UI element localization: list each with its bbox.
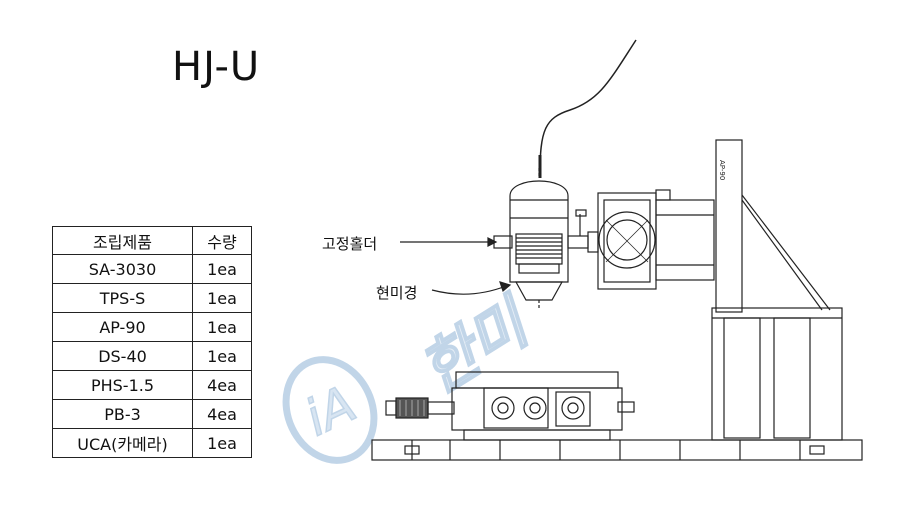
parts-table-header: 조립제품 수량	[52, 226, 252, 255]
part-name: DS-40	[52, 341, 193, 371]
part-name: TPS-S	[52, 283, 193, 313]
micrometer-knob	[385, 397, 455, 419]
header-product: 조립제품	[52, 226, 193, 255]
holder-label: 고정홀더	[322, 235, 378, 253]
header-quantity: 수량	[192, 226, 252, 255]
table-row: AP-90 1ea	[52, 312, 252, 342]
part-name: PHS-1.5	[52, 370, 193, 400]
holder-clamp	[493, 209, 599, 253]
part-qty: 4ea	[192, 399, 252, 429]
microscope-callout-arrow	[431, 281, 512, 295]
table-row: PB-3 4ea	[52, 399, 252, 429]
base-plate	[371, 439, 863, 461]
part-qty: 4ea	[192, 370, 252, 400]
svg-text:iA: iA	[296, 374, 364, 447]
table-row: UCA(카메라) 1ea	[52, 428, 252, 458]
microscope	[509, 168, 569, 310]
part-name: AP-90	[52, 312, 193, 342]
xy-stage	[451, 371, 635, 441]
camera-cable	[539, 39, 637, 176]
holder-callout-arrow	[400, 237, 498, 247]
parts-table: 조립제품 수량 SA-3030 1ea TPS-S 1ea AP-90 1ea …	[52, 226, 252, 458]
table-row: DS-40 1ea	[52, 341, 252, 371]
microscope-label: 현미경	[376, 284, 418, 302]
pillar-block	[711, 307, 843, 441]
table-row: TPS-S 1ea	[52, 283, 252, 313]
part-qty: 1ea	[192, 283, 252, 313]
part-qty: 1ea	[192, 341, 252, 371]
diagram-title: HJ-U	[172, 44, 261, 90]
vertical-post: AP-90	[715, 139, 831, 313]
table-row: PHS-1.5 4ea	[52, 370, 252, 400]
part-name: SA-3030	[52, 254, 193, 284]
svg-text:한미: 한미	[409, 286, 545, 407]
bracket-text: AP-90	[718, 160, 726, 180]
part-name: PB-3	[52, 399, 193, 429]
part-qty: 1ea	[192, 428, 252, 458]
rotary-stage	[597, 189, 715, 290]
